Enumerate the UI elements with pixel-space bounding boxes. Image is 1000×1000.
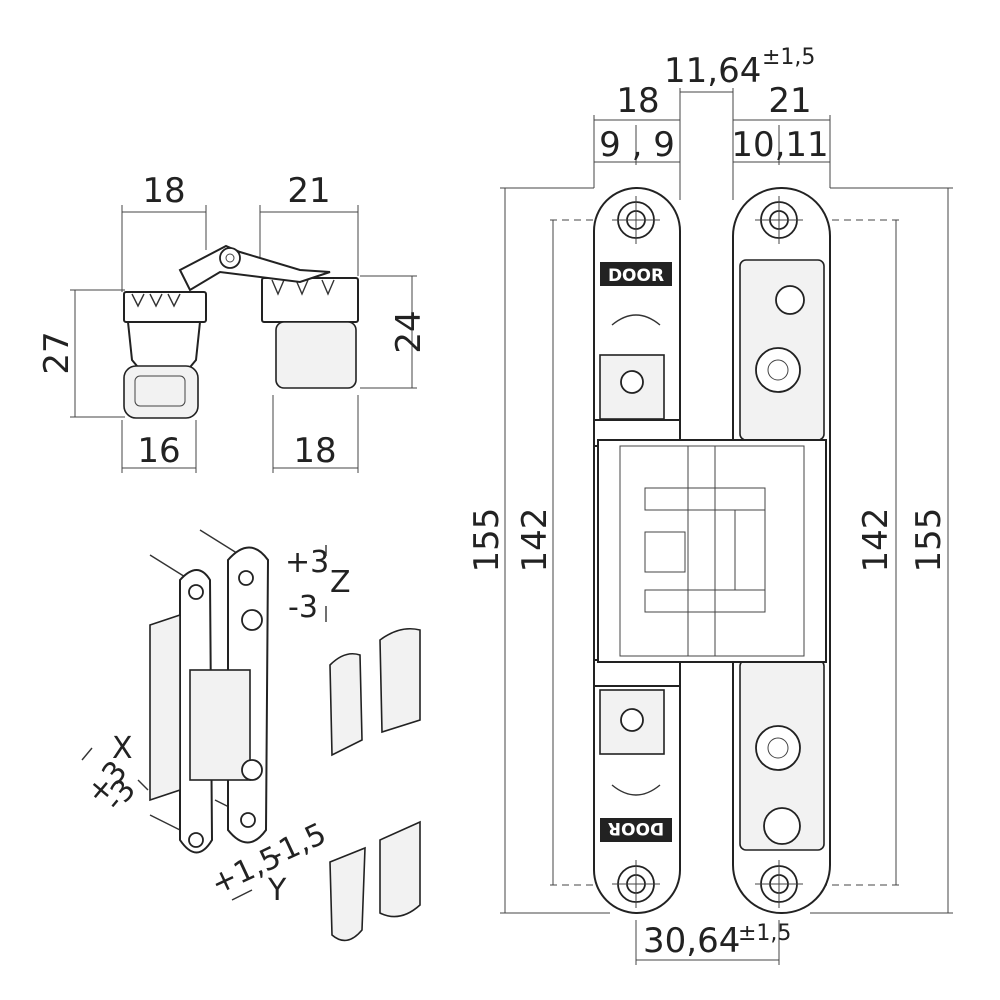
top-left-cap	[123, 365, 199, 419]
z-axis: Z	[330, 565, 351, 600]
y-minus: -1,5	[264, 816, 332, 872]
lower-adjust-screw-2	[763, 807, 801, 845]
dim-left-sub: 9 , 9	[599, 125, 675, 165]
top-pivot	[219, 247, 241, 269]
z-minus: -3	[288, 590, 318, 625]
dim-top-left: 18	[142, 171, 185, 211]
dim-gap: 11,64	[664, 51, 761, 91]
top-left-flange	[123, 291, 207, 323]
top-left-body	[126, 321, 202, 373]
dim-outer-height-right: 155	[909, 508, 949, 573]
dim-top-right: 21	[287, 171, 330, 211]
dim-gap-tolerance: ±1,5	[762, 45, 815, 70]
door-label-top	[600, 262, 672, 286]
front-view: 18 21 11,64 ±1,5 9 , 9 10,11 155 142 142…	[467, 45, 953, 965]
iso-view: +3 Z -3 X +3 -3 +1,5 -1,5 Y	[79, 529, 421, 942]
lower-adjust-screw-1	[755, 725, 801, 771]
dim-right-width: 21	[768, 81, 811, 121]
dim-outer-height-left: 155	[467, 508, 507, 573]
upper-adjust-screw-2	[755, 347, 801, 393]
dim-right-sub: 10,11	[731, 125, 828, 165]
dim-inner-height-right: 142	[856, 508, 896, 573]
dim-bottom-left: 16	[137, 431, 180, 471]
top-view: 18 21 27 24 16 18	[37, 171, 429, 473]
iso-knuckle	[189, 669, 251, 781]
top-right-flange	[261, 277, 359, 323]
center-knuckle	[597, 439, 827, 663]
door-label-bottom-text: DOOR	[608, 818, 664, 838]
adjust-arrow-top	[611, 314, 661, 326]
z-plus: +3	[285, 545, 329, 580]
end-cap-4	[379, 820, 421, 918]
iso-body	[149, 613, 181, 802]
dim-left-width: 18	[616, 81, 659, 121]
dim-bottom-tolerance: ±1,5	[738, 921, 791, 946]
dim-left-height: 27	[37, 331, 77, 374]
iso-screw-2	[199, 529, 241, 556]
dim-right-height: 24	[389, 310, 429, 353]
door-label-top-text: DOOR	[608, 266, 664, 286]
door-label-bottom	[600, 818, 672, 842]
end-cap-3	[329, 846, 366, 942]
top-right-cap	[275, 321, 357, 389]
y-axis: Y	[267, 873, 287, 908]
dim-bottom-right: 18	[293, 431, 336, 471]
upper-adjust-screw-1	[775, 285, 805, 315]
dim-bottom-width: 30,64	[643, 921, 740, 961]
adjust-arrow-bottom	[611, 784, 661, 796]
x-axis: X	[112, 731, 133, 766]
end-cap-2	[379, 627, 421, 734]
end-cap-1	[329, 652, 363, 757]
dim-inner-height-left: 142	[515, 508, 555, 573]
left-lower-band	[593, 659, 681, 687]
